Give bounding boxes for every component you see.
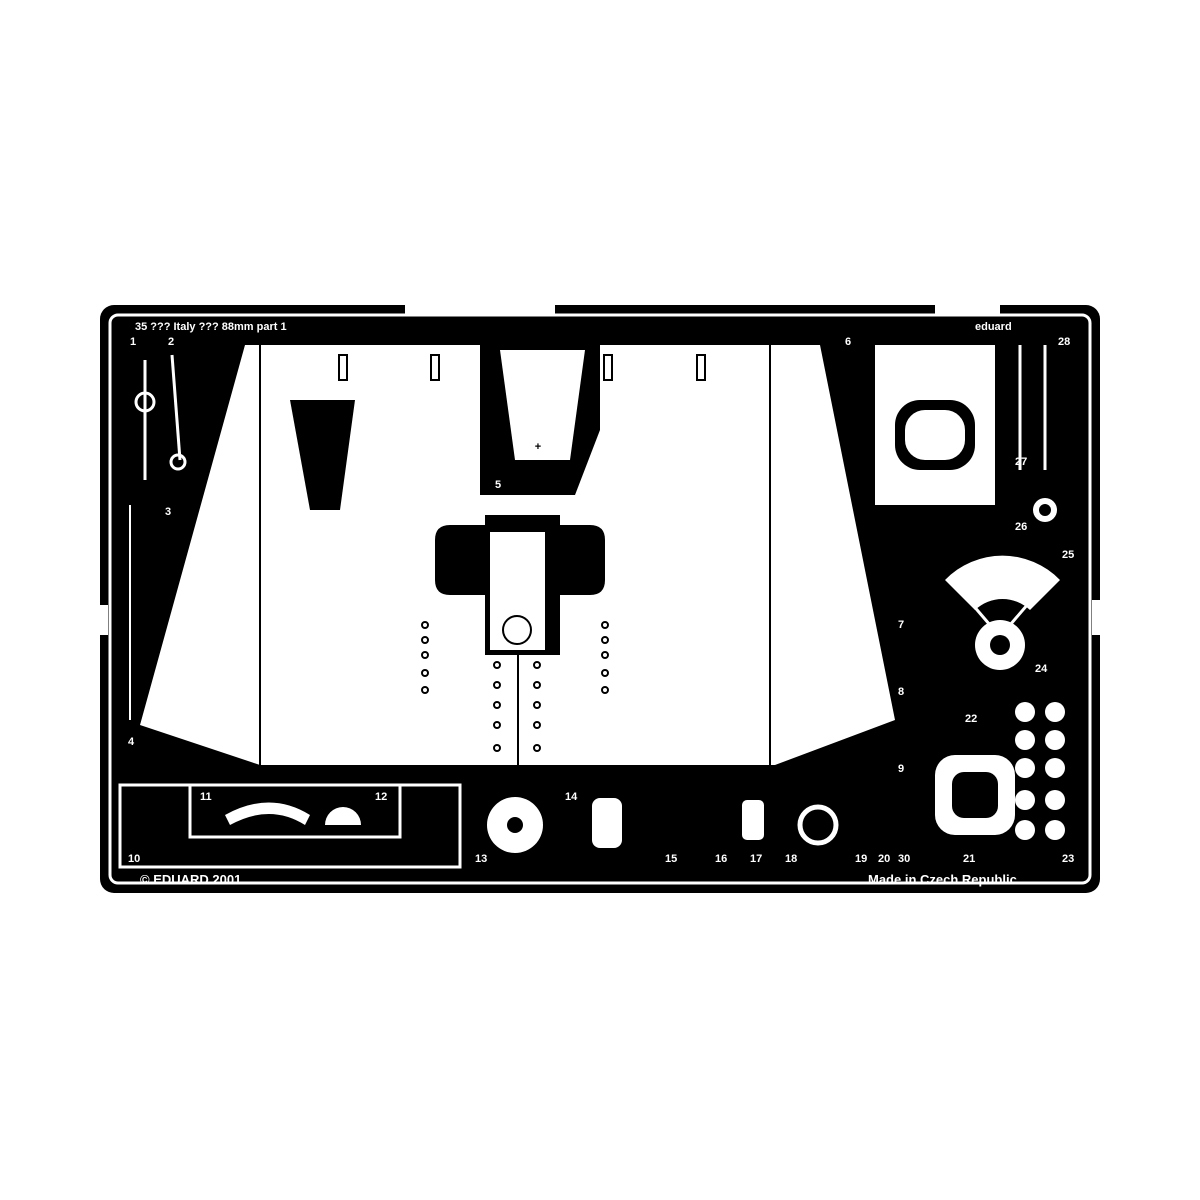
- vision-slot: [290, 400, 355, 510]
- part-number-labels: 1 2 3 4 5 6 7 8 9 10 11 12 13 14 15 16 1…: [128, 336, 1074, 865]
- svg-text:13: 13: [475, 853, 487, 865]
- svg-text:14: 14: [565, 791, 578, 803]
- washer-parts: [1015, 702, 1065, 840]
- center-plate: [490, 532, 545, 650]
- svg-text:25: 25: [1062, 549, 1074, 561]
- fret-notch: [405, 305, 555, 315]
- svg-text:6: 6: [845, 336, 851, 348]
- svg-text:12: 12: [375, 791, 387, 803]
- svg-text:9: 9: [898, 763, 904, 775]
- fret-notch: [100, 605, 108, 635]
- svg-text:5: 5: [495, 479, 501, 491]
- fret-notch: [1092, 600, 1100, 635]
- fret-frame: [108, 313, 1092, 885]
- svg-text:7: 7: [898, 619, 904, 631]
- svg-text:4: 4: [128, 736, 135, 748]
- rivet-holes: [421, 621, 609, 752]
- svg-text:20: 20: [878, 853, 890, 865]
- svg-text:26: 26: [1015, 521, 1027, 533]
- svg-text:2: 2: [168, 336, 174, 348]
- svg-text:30: 30: [898, 853, 910, 865]
- svg-text:10: 10: [128, 853, 140, 865]
- plus-mark: +: [535, 441, 541, 453]
- gauge-part: [945, 555, 1060, 610]
- origin-text: Made in Czech Republic: [868, 872, 1017, 887]
- svg-text:21: 21: [963, 853, 975, 865]
- fret-header-right: eduard: [975, 321, 1012, 333]
- svg-text:28: 28: [1058, 336, 1070, 348]
- svg-text:19: 19: [855, 853, 867, 865]
- fret-notch: [935, 305, 1000, 315]
- svg-text:16: 16: [715, 853, 727, 865]
- fret-header-left: 35 ??? Italy ??? 88mm part 1: [135, 321, 287, 333]
- center-hole: [502, 615, 532, 645]
- svg-text:11: 11: [200, 791, 212, 803]
- svg-text:8: 8: [898, 686, 904, 698]
- svg-text:29: 29: [983, 426, 995, 438]
- svg-text:22: 22: [965, 713, 977, 725]
- svg-text:17: 17: [750, 853, 762, 865]
- svg-text:18: 18: [785, 853, 797, 865]
- sight-plate-part: [500, 350, 585, 460]
- svg-text:24: 24: [1035, 663, 1048, 675]
- svg-text:3: 3: [165, 506, 171, 518]
- copyright-text: © EDUARD 2001: [140, 872, 241, 887]
- svg-text:27: 27: [1015, 456, 1027, 468]
- svg-text:15: 15: [665, 853, 677, 865]
- svg-text:23: 23: [1062, 853, 1074, 865]
- svg-text:1: 1: [130, 336, 136, 348]
